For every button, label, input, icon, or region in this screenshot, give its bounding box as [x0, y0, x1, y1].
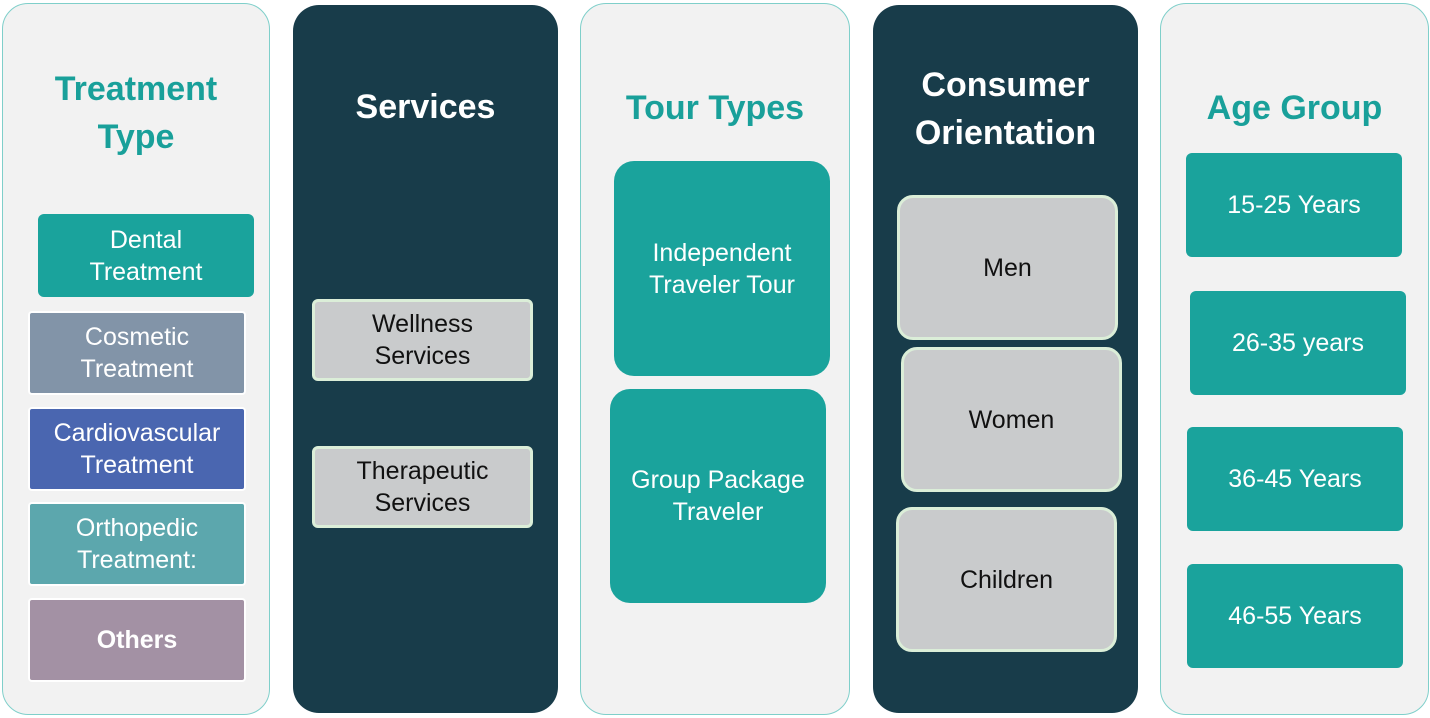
men-box: Men — [897, 195, 1118, 340]
age-15-25-box: 15-25 Years — [1186, 153, 1402, 257]
dental-treatment-box: Dental Treatment — [38, 214, 254, 297]
women-box: Women — [901, 347, 1122, 492]
tour-types-heading: Tour Types — [625, 89, 805, 127]
wellness-services-box: Wellness Services — [312, 299, 533, 381]
cardiovascular-treatment-box: Cardiovascular Treatment — [28, 407, 246, 491]
services-heading: Services — [355, 88, 496, 126]
tour-types-column: Tour Types Independent Traveler Tour Gro… — [580, 3, 850, 715]
therapeutic-services-box: Therapeutic Services — [312, 446, 533, 528]
treatment-type-heading: Treatment Type — [54, 70, 218, 156]
others-box: Others — [28, 598, 246, 682]
consumer-orientation-heading: Consumer Orientation — [914, 66, 1097, 152]
consumer-orientation-column: Consumer Orientation Men Women Children — [873, 5, 1138, 713]
age-group-heading: Age Group — [1206, 89, 1383, 127]
services-column: Services Wellness Services Therapeutic S… — [293, 5, 558, 713]
age-46-55-box: 46-55 Years — [1187, 564, 1403, 668]
treatment-type-column: Treatment Type Dental Treatment Cosmetic… — [2, 3, 270, 715]
group-package-traveler-box: Group Package Traveler — [610, 389, 826, 603]
age-36-45-box: 36-45 Years — [1187, 427, 1403, 531]
children-box: Children — [896, 507, 1117, 652]
orthopedic-treatment-box: Orthopedic Treatment: — [28, 502, 246, 586]
independent-traveler-tour-box: Independent Traveler Tour — [614, 161, 830, 376]
age-group-column: Age Group 15-25 Years 26-35 years 36-45 … — [1160, 3, 1429, 715]
cosmetic-treatment-box: Cosmetic Treatment — [28, 311, 246, 395]
age-26-35-box: 26-35 years — [1190, 291, 1406, 395]
